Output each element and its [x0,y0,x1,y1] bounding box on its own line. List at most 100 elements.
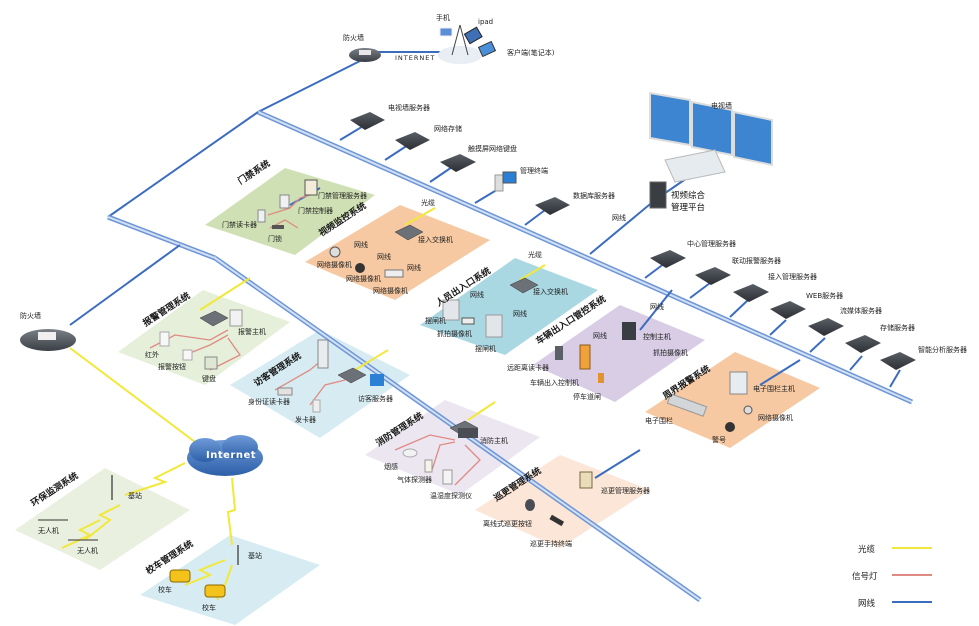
visitor-server-label: 访客服务器 [358,395,393,403]
fire-host-icon [458,428,478,438]
long-range-reader-icon [555,346,563,360]
turnstile-label-1: 摆闸机 [425,317,446,325]
personnel-fiber-label: 光缆 [528,251,542,259]
server-label-3: WEB服务器 [806,292,844,300]
barrier-icon [598,373,604,383]
visitor-server-icon [370,374,384,386]
drone-icons [38,519,98,541]
zone-vehicle-gate [533,305,705,402]
alarm-host-label: 报警主机 [238,328,266,336]
patrol-button-label: 离线式巡更按钮 [483,520,532,528]
camera-label-2: 网络摄像机 [346,275,381,283]
vehicle-net-label-2: 网线 [593,332,607,340]
video-switch-label: 接入交换机 [418,236,453,244]
card-reader-label: 门禁读卡器 [222,221,257,229]
capture-camera-icon [461,317,475,325]
management-terminal-icon [494,171,517,192]
server-label-1: 联动报警服务器 [732,257,781,265]
camera-label-1: 网络摄像机 [317,261,352,269]
patrol-server-icon [579,471,593,489]
alarm-button-icon [182,349,193,361]
bus-label-2: 校车 [202,604,216,612]
zone-access-control [205,168,375,255]
patrol-button-icon [525,499,535,511]
zone-personnel-gate [420,258,598,355]
zone-school-bus [140,535,320,625]
infrared-sensor-icon [159,331,170,347]
laptop-icon [477,40,497,58]
door-server-label: 门禁管理服务器 [318,192,367,200]
vehicle-camera-label: 抓拍摄像机 [653,349,688,357]
server-label-5: 存储服务器 [880,324,915,332]
turnstile-icon [442,299,460,321]
control-host-icon [622,322,636,340]
alarm-host-icon [229,309,243,327]
camera-label-3: 网络摄像机 [373,287,408,295]
alarm-button-label: 报警按钮 [158,363,186,371]
horn-label: 警号 [712,436,726,444]
top-firewall-label: 防火墙 [343,34,364,42]
personnel-net-label-1: 网线 [470,291,484,299]
internet-tower-icon [438,24,482,64]
zone-visitor [230,330,410,438]
ipad-label: ipad [478,18,494,26]
door-server-icon [304,179,318,196]
gas-detector-icon [424,459,433,473]
personnel-net-label-2: 网线 [513,310,527,318]
firewall-icon [349,48,381,62]
internet-cloud-label: Internet [206,450,257,461]
drone-label-1: 无人机 [38,527,59,535]
tvwall-server-label: 电视墙服务器 [388,104,430,112]
id-reader-label: 身份证读卡器 [248,398,290,406]
turnstile-label-2: 摆闸机 [475,345,496,353]
gas-detector-label: 气体探测器 [397,476,432,484]
video-platform-label-1: 视频综合 [671,191,706,201]
zone-alarm [118,290,290,385]
barrier-label: 停车道闸 [573,393,601,401]
patrol-handheld-label: 巡更手持终端 [530,540,572,548]
visitor-kiosk-icon [317,339,329,369]
bus-label-1: 校车 [158,586,172,594]
bus-base-label: 基站 [248,552,262,560]
video-platform-icon [649,181,667,209]
video-net-label-1: 网线 [354,241,368,249]
internet-link-label: INTERNET [395,54,436,62]
ipad-icon [463,26,483,45]
db-server-label: 数据库服务器 [573,192,615,200]
school-bus-icon [169,569,191,583]
infrared-label: 红外 [145,351,159,359]
network-storage-label: 网络存储 [434,125,462,133]
network-camera-icon [743,405,753,415]
turnstile-icon [485,314,503,338]
vehicle-control-unit-label: 车辆出入控制机 [530,379,579,387]
smoke-label: 烟感 [384,463,398,471]
client-label: 客户端(笔记本) [507,49,555,57]
siren-icon [725,422,735,432]
phone-label: 手机 [436,14,450,22]
tv-wall-icon [649,91,773,183]
vehicle-controller-icon [579,344,591,370]
door-controller-icon [279,194,290,209]
video-net-label-3: 网线 [407,264,421,272]
legend-fiber-label: 光缆 [858,545,876,555]
tv-wall-label: 电视墙 [711,102,732,110]
video-platform-label-2: 管理平台 [671,203,706,213]
internet-cloud-icon [187,435,263,476]
switch-icons [199,224,539,437]
camera-icon [355,263,365,273]
fence-host-label: 电子围栏主机 [753,385,795,393]
server-icons [350,112,916,370]
vehicle-net-label-1: 网线 [650,303,664,311]
video-net-label-2: 网线 [377,253,391,261]
patrol-handheld-icon [549,514,565,527]
legend-signal-label: 信号灯 [852,572,878,582]
school-bus-icon [204,584,226,598]
net-label: 网线 [612,214,626,222]
zone-env-monitor [15,468,190,570]
touch-keyboard-label: 触摸屏网络键盘 [468,145,517,153]
phone-icon [439,27,453,37]
video-fiber-label: 光缆 [421,199,435,207]
temperature-label: 温湿度探测仪 [430,492,472,500]
keypad-icon [204,356,218,370]
